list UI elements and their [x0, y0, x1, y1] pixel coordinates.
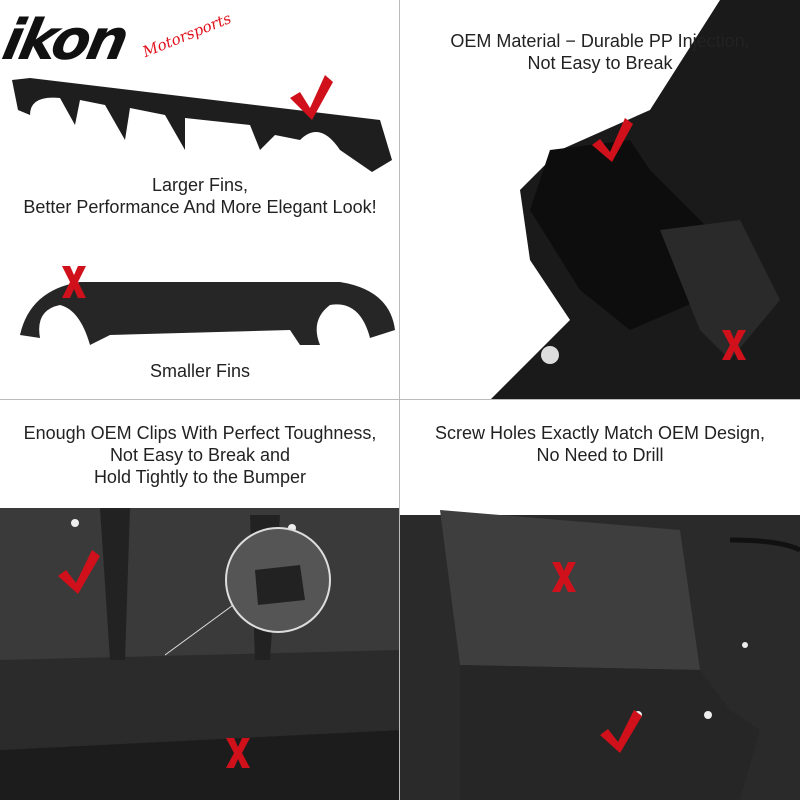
divider-horizontal	[0, 399, 800, 400]
diffuser-images	[12, 75, 395, 345]
caption-line: Screw Holes Exactly Match OEM Design,	[434, 423, 766, 443]
caption-line: No Need to Drill	[536, 445, 664, 465]
caption-line: Better Performance And More Elegant Look…	[23, 197, 377, 217]
clips-closeup-image	[0, 508, 400, 800]
caption-material: OEM Material − Durable PP Injection, Not…	[400, 30, 800, 74]
caption-screw-holes: Screw Holes Exactly Match OEM Design, No…	[400, 422, 800, 466]
panel-screw-holes: Screw Holes Exactly Match OEM Design, No…	[400, 400, 800, 800]
material-closeup-image	[490, 0, 800, 400]
caption-line: Hold Tightly to the Bumper	[93, 467, 307, 487]
caption-line: Not Easy to Break and	[109, 445, 291, 465]
caption-smaller-fins: Smaller Fins	[149, 361, 251, 381]
panel-clips: Enough OEM Clips With Perfect Toughness,…	[0, 400, 400, 800]
large-fin-diffuser	[12, 78, 392, 172]
screw-holes-closeup-image	[400, 510, 800, 800]
cross-mark-icon	[722, 330, 746, 360]
check-mark-icon	[290, 75, 333, 120]
caption-larger-fins: Larger Fins, Better Performance And More…	[0, 174, 400, 218]
check-mark-icon	[58, 550, 100, 594]
cross-mark-icon	[226, 738, 250, 768]
divider-vertical	[399, 0, 400, 800]
check-mark-icon	[592, 118, 633, 162]
small-fin-diffuser	[20, 282, 395, 345]
cross-mark-icon	[62, 266, 86, 298]
caption-line: Not Easy to Break	[527, 53, 673, 73]
check-mark-icon	[600, 710, 642, 753]
caption-line: OEM Material − Durable PP Injection,	[450, 31, 750, 51]
cross-mark-icon	[552, 562, 576, 592]
caption-line: Enough OEM Clips With Perfect Toughness,	[23, 423, 377, 443]
caption-clips: Enough OEM Clips With Perfect Toughness,…	[0, 422, 400, 488]
panel-fins-comparison: ikon Motorsports Larger Fins, Better Per…	[0, 0, 400, 400]
panel-material: OEM Material − Durable PP Injection, Not…	[400, 0, 800, 400]
caption-line: Larger Fins,	[151, 175, 249, 195]
